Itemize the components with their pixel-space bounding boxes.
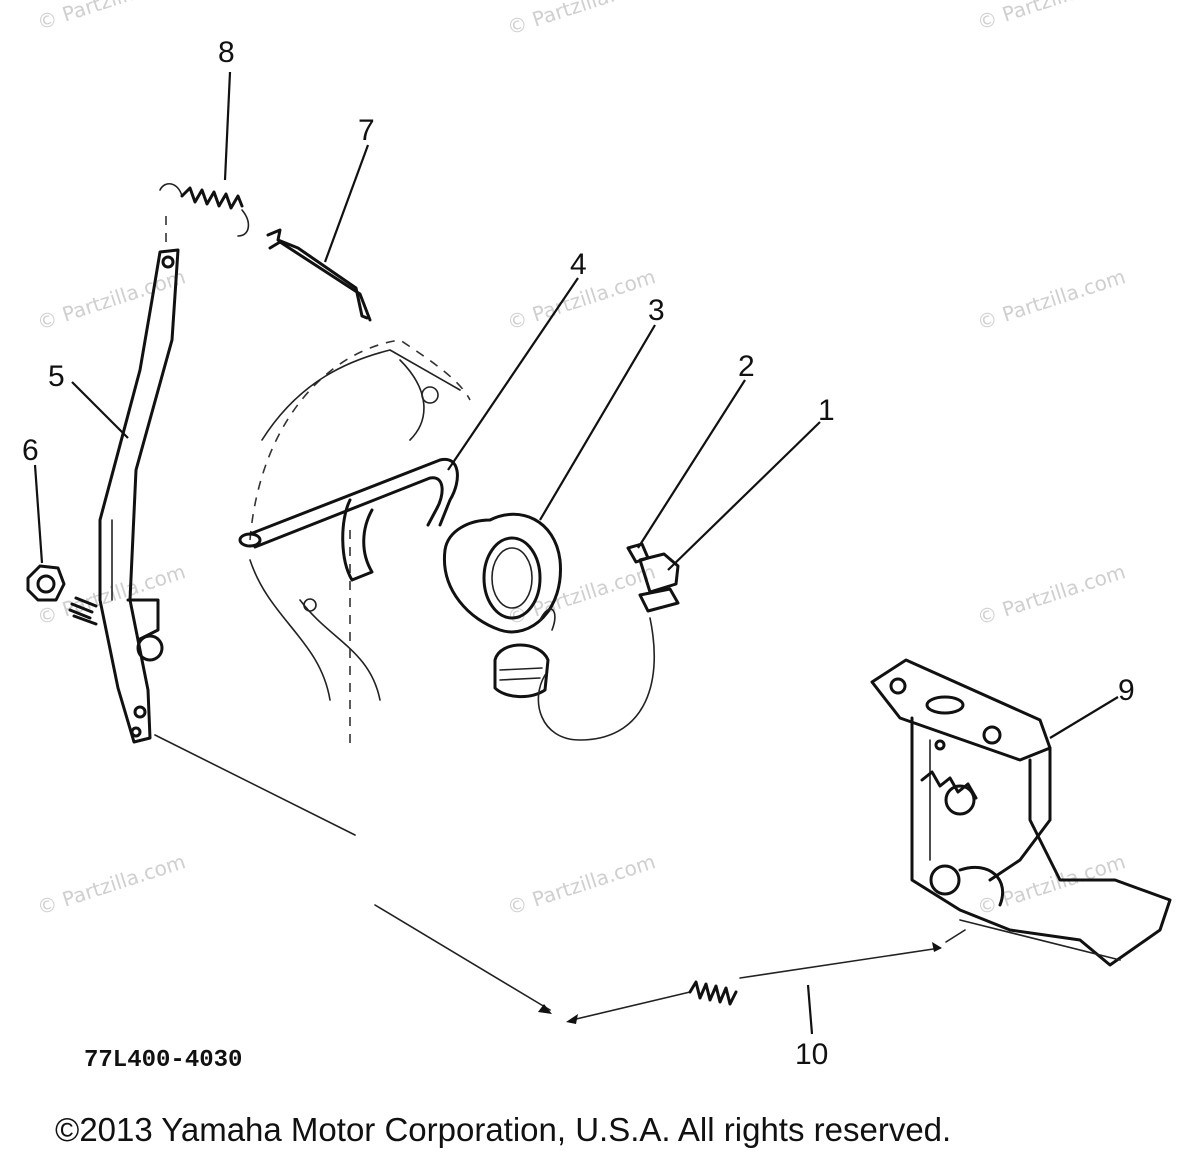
assembly-guides (154, 216, 966, 1014)
watermark: © Partzilla.com (974, 0, 1128, 35)
part-6-nut (26, 564, 98, 626)
watermark: © Partzilla.com (504, 0, 658, 40)
watermark: © Partzilla.com (974, 559, 1128, 630)
leader-1 (667, 421, 821, 571)
engine-body-outline (249, 339, 471, 750)
callout-10: 10 (795, 1038, 828, 1071)
callout-8: 8 (218, 36, 235, 69)
leader-10 (806, 984, 814, 1035)
callout-7: 7 (358, 114, 375, 147)
leader-5 (71, 381, 129, 439)
callout-1: 1 (818, 394, 835, 427)
watermark: © Partzilla.com (34, 0, 188, 35)
leader-4 (447, 277, 579, 471)
part-9-bracket (870, 658, 1172, 967)
part-10-spring (566, 942, 942, 1024)
diagram-part-code: 77L400-4030 (84, 1047, 242, 1074)
part-3-grommet (442, 512, 562, 698)
watermark: © Partzilla.com (974, 264, 1128, 335)
watermark: © Partzilla.com (34, 264, 188, 335)
part-7-link-rod (266, 228, 372, 322)
callouts: 8 7 4 3 2 1 5 6 9 10 (22, 36, 1135, 1071)
watermark-layer: © Partzilla.com © Partzilla.com © Partzi… (34, 0, 1128, 920)
leader-3 (539, 324, 656, 521)
watermark: © Partzilla.com (504, 559, 658, 630)
part-5-lever (98, 248, 180, 744)
callout-5: 5 (48, 360, 65, 393)
leader-8 (223, 71, 232, 181)
leader-6 (33, 464, 44, 564)
leader-lines (33, 71, 1119, 1035)
callout-2: 2 (738, 350, 755, 383)
watermark: © Partzilla.com (504, 849, 658, 920)
callout-9: 9 (1118, 674, 1135, 707)
leader-7 (323, 144, 370, 263)
callout-4: 4 (570, 248, 587, 281)
part-8-spring (159, 183, 250, 237)
callout-6: 6 (22, 434, 39, 467)
leader-9 (1049, 696, 1119, 739)
callout-3: 3 (648, 294, 665, 327)
watermark: © Partzilla.com (34, 849, 188, 920)
leader-2 (637, 379, 746, 549)
part-1-2-switch (537, 542, 680, 741)
copyright-notice: ©2013 Yamaha Motor Corporation, U.S.A. A… (55, 1111, 951, 1148)
part-4-hook-rod (238, 457, 459, 582)
